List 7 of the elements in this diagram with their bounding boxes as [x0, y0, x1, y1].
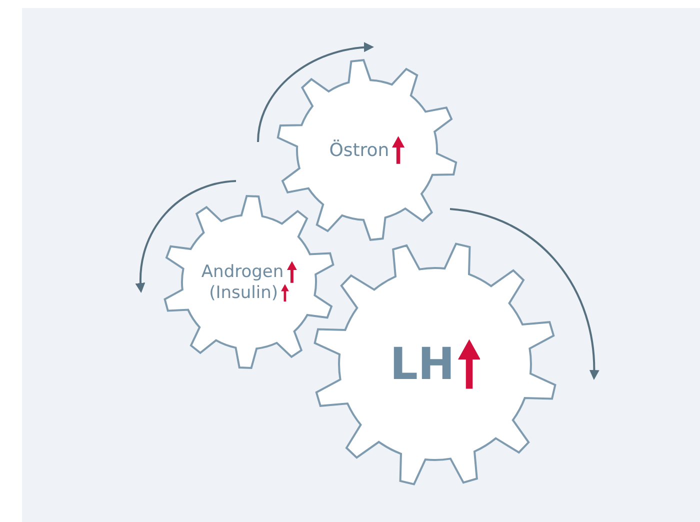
- gear-shape: [163, 196, 335, 368]
- gear-label: LH: [390, 338, 455, 390]
- gear-shape: [313, 242, 557, 486]
- gear-label: Androgen: [201, 262, 284, 282]
- gear-label: (Insulin): [209, 283, 278, 303]
- gear-label: Östron: [329, 140, 390, 160]
- gear-shape: [277, 60, 457, 240]
